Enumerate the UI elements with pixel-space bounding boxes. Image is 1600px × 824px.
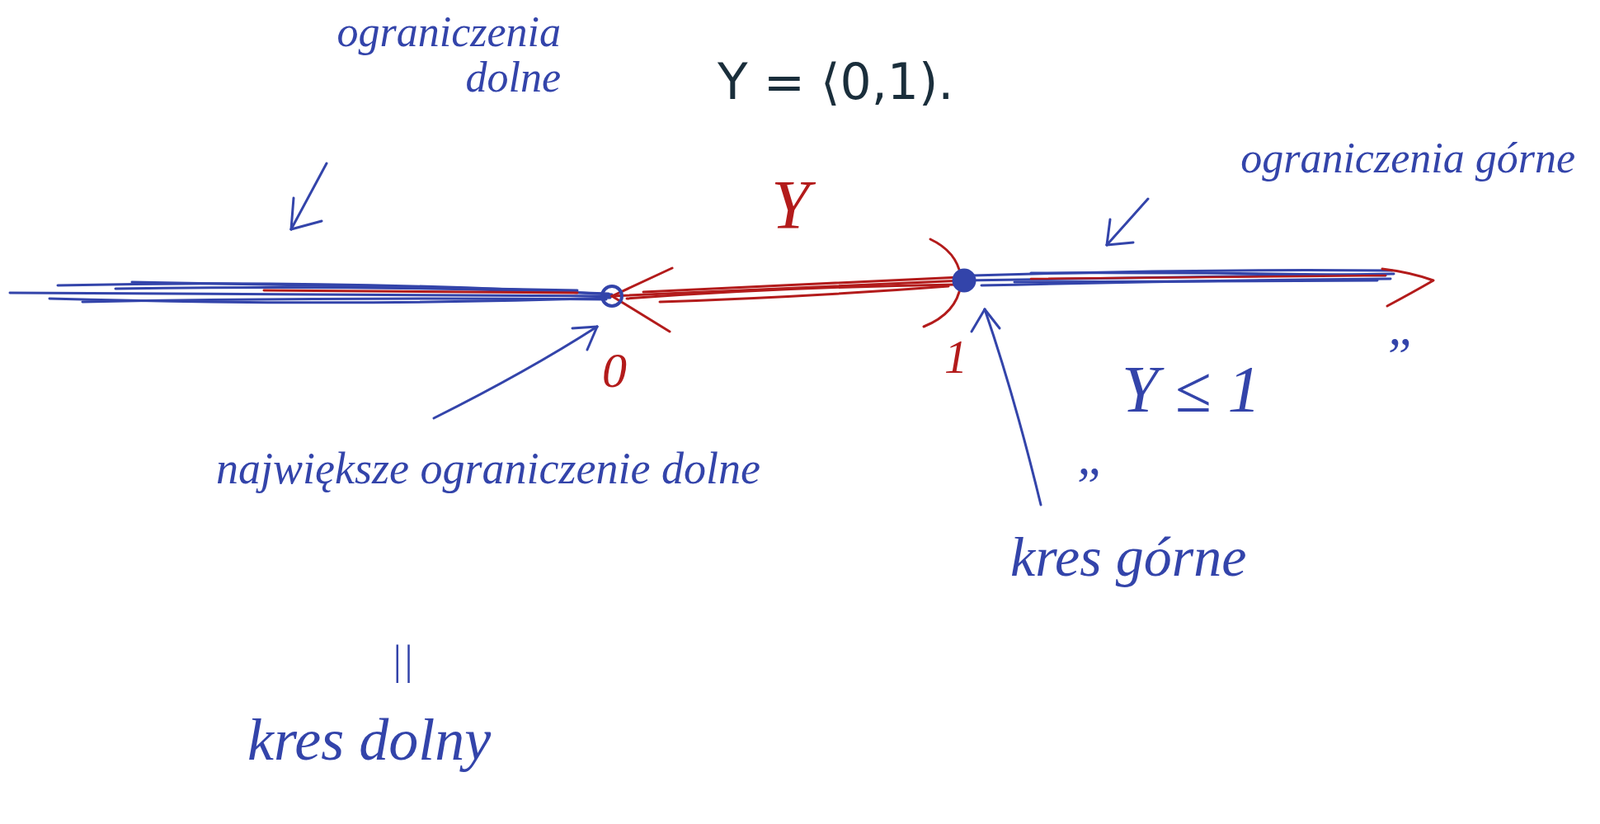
bracket-arc (930, 239, 961, 277)
point-zero (602, 286, 622, 306)
handwritten-note: ograniczenia dolne (280, 9, 561, 100)
endpoint-value: 1 (944, 333, 968, 382)
set-definition: Y = ⟨0,1). (717, 56, 954, 109)
bracket-arc (923, 284, 961, 327)
lower-bounds-ray (9, 282, 612, 303)
set-name: Y (771, 169, 810, 242)
handwritten-note: kres górne (1010, 527, 1247, 587)
upper-bounds-ray (964, 270, 1394, 286)
quote-mark: „ (1077, 428, 1107, 485)
handwritten-formula: Y ≤ 1 (1121, 354, 1261, 424)
endpoint-value: 0 (602, 344, 627, 397)
equals-sign: || (390, 638, 415, 683)
handwritten-note: największe ograniczenie dolne (191, 445, 786, 493)
red-overlay (1030, 275, 1386, 279)
handwritten-note: ograniczenia górne (1179, 136, 1576, 182)
red-arrowhead (1382, 268, 1434, 306)
point-one (953, 269, 975, 292)
set-y-segment (263, 268, 965, 332)
handwritten-note: kres dolny (247, 709, 491, 772)
quote-mark: ” (1382, 328, 1412, 384)
